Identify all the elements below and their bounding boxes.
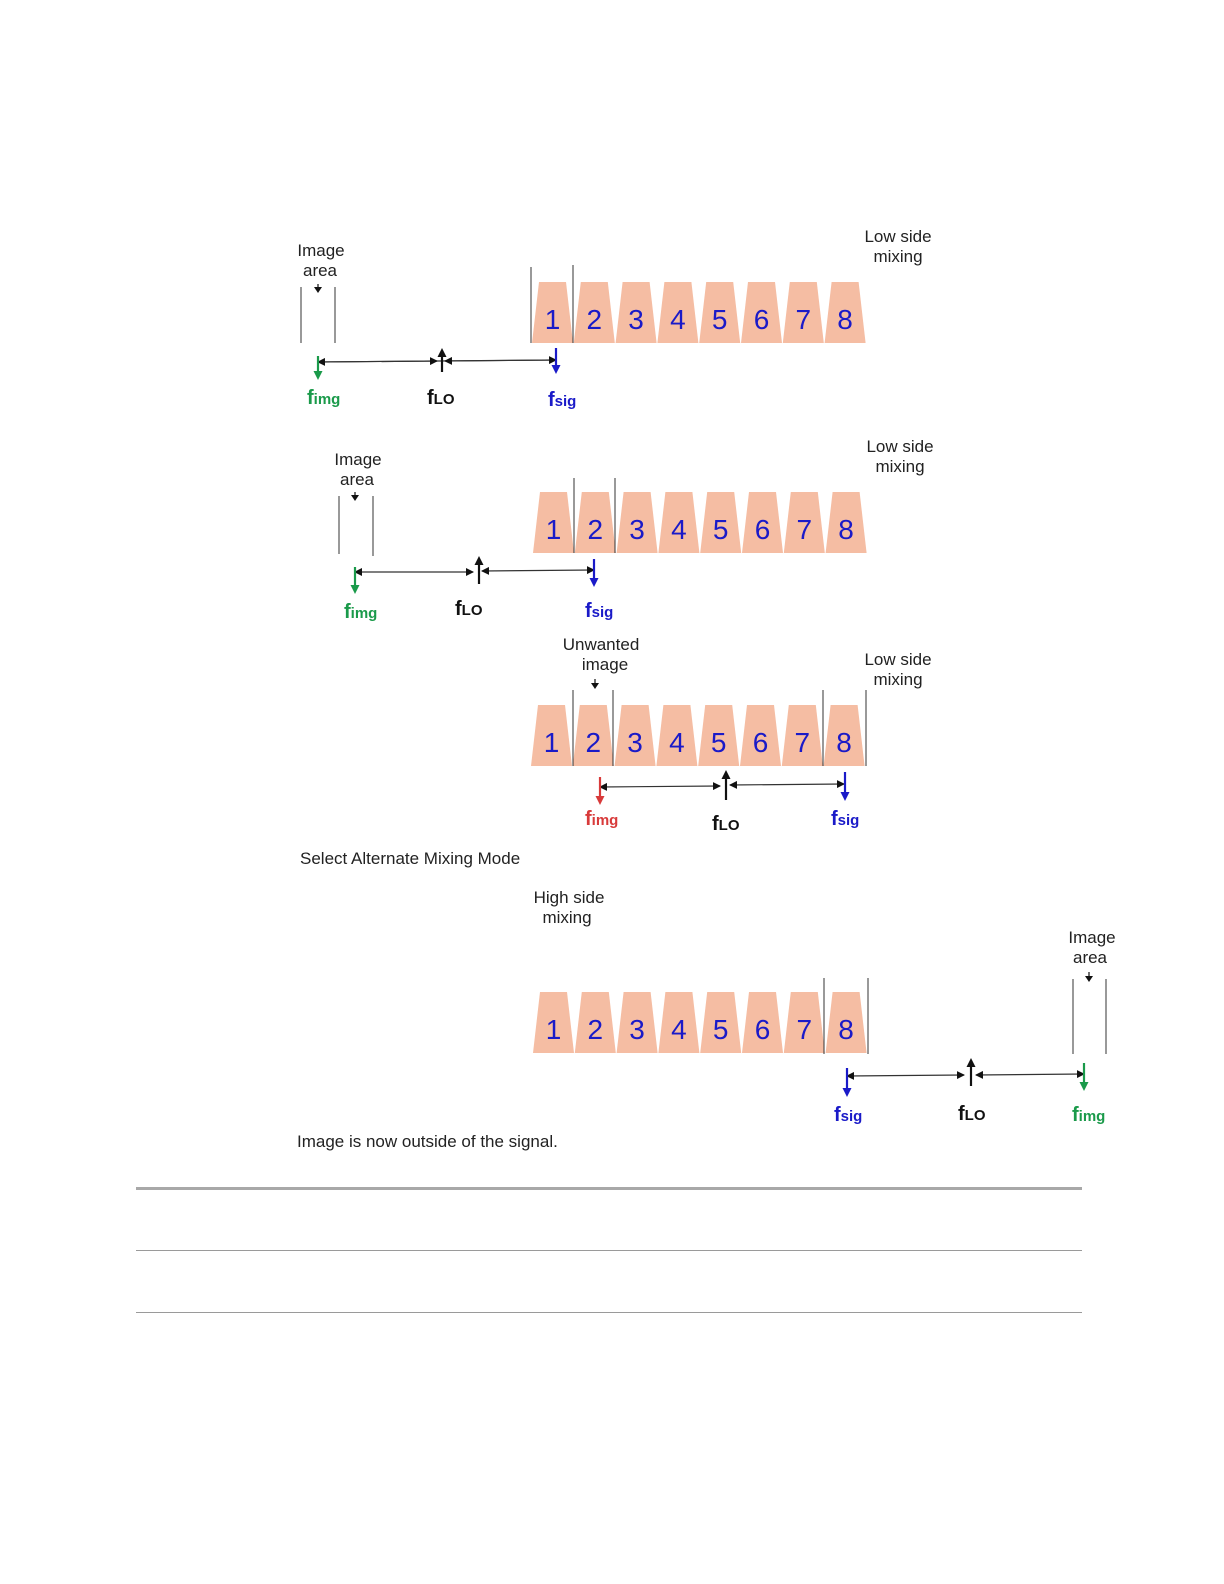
img-to-lo-distance-arrow xyxy=(318,361,437,362)
channel-5-number: 5 xyxy=(713,514,729,545)
f-sig-arrow xyxy=(841,772,850,801)
channel-7-number: 7 xyxy=(796,304,812,335)
high-side-label-line1: High side xyxy=(534,888,605,907)
img-to-lo-distance-arrow xyxy=(600,786,720,787)
image-area-label-line1: Image xyxy=(297,241,344,260)
channel-2-number: 2 xyxy=(586,727,602,758)
f-lo-label: fLO xyxy=(427,387,455,409)
low-side-label-line1: Low side xyxy=(866,437,933,456)
unwanted-image-pointer-head xyxy=(591,683,599,689)
f-sig-label: fsig xyxy=(585,600,613,622)
image-area-label-line2: area xyxy=(340,470,375,489)
image-area-pointer-head xyxy=(314,287,322,293)
f-img-label: fimg xyxy=(307,387,340,409)
channel-2-number: 2 xyxy=(588,1014,604,1045)
unwanted-image-label-line1: Unwanted xyxy=(563,635,640,654)
f-img-arrow xyxy=(1080,1063,1089,1091)
low-side-label-line2: mixing xyxy=(875,457,924,476)
f-lo-arrow xyxy=(475,556,484,584)
f-lo-arrow xyxy=(722,770,731,800)
f-sig-label: fsig xyxy=(831,808,859,830)
low-side-label-line2: mixing xyxy=(873,247,922,266)
lo-to-sig-distance-arrow xyxy=(730,784,844,785)
channel-1-number: 1 xyxy=(544,727,560,758)
f-sig-label: fsig xyxy=(548,389,576,411)
f-img-label: fimg xyxy=(1072,1104,1105,1126)
channel-4-number: 4 xyxy=(669,727,685,758)
image-area-label-line2: area xyxy=(303,261,338,280)
channel-8-number: 8 xyxy=(837,304,853,335)
channel-4-number: 4 xyxy=(671,1014,687,1045)
channel-7-number: 7 xyxy=(797,514,813,545)
f-img-label: fimg xyxy=(344,601,377,623)
channel-7-number: 7 xyxy=(795,727,811,758)
channel-6-number: 6 xyxy=(753,727,769,758)
channel-4-number: 4 xyxy=(671,514,687,545)
channel-1-number: 1 xyxy=(546,1014,562,1045)
f-sig-arrow xyxy=(590,559,599,587)
image-area-label-line2: area xyxy=(1073,948,1108,967)
f-img-arrow xyxy=(596,777,605,805)
channel-3-number: 3 xyxy=(628,304,644,335)
channel-6-number: 6 xyxy=(755,514,771,545)
channel-8-number: 8 xyxy=(838,1014,854,1045)
select-alternate-mode-caption: Select Alternate Mixing Mode xyxy=(300,849,520,869)
channel-5-number: 5 xyxy=(713,1014,729,1045)
image-area-pointer-head xyxy=(1085,976,1093,982)
low-side-label-line1: Low side xyxy=(864,227,931,246)
channel-3-number: 3 xyxy=(629,1014,645,1045)
f-lo-label: fLO xyxy=(712,813,740,835)
channel-8-number: 8 xyxy=(838,514,854,545)
image-area-pointer-head xyxy=(351,495,359,501)
sig-to-lo-distance-arrow xyxy=(847,1075,964,1076)
divider-rule-1 xyxy=(136,1187,1082,1190)
f-img-arrow xyxy=(351,567,360,594)
image-area-label-line1: Image xyxy=(1068,928,1115,947)
f-lo-label: fLO xyxy=(455,598,483,620)
lo-to-sig-distance-arrow xyxy=(445,360,556,361)
f-sig-arrow xyxy=(843,1068,852,1097)
channel-6-number: 6 xyxy=(754,304,770,335)
channel-8-number: 8 xyxy=(836,727,852,758)
channel-4-number: 4 xyxy=(670,304,686,335)
unwanted-image-label-line2: image xyxy=(582,655,628,674)
low-side-label-line1: Low side xyxy=(864,650,931,669)
lo-to-img-distance-arrow xyxy=(976,1074,1084,1075)
channel-1-number: 1 xyxy=(546,514,562,545)
low-side-label-line2: mixing xyxy=(873,670,922,689)
divider-rule-3 xyxy=(136,1312,1082,1313)
high-side-label-line2: mixing xyxy=(542,908,591,927)
panel-2-low-side: Image area Low side mixing 12345678 fimg… xyxy=(334,437,933,623)
f-img-label: fimg xyxy=(585,808,618,830)
channel-5-number: 5 xyxy=(711,727,727,758)
channel-7-number: 7 xyxy=(797,1014,813,1045)
image-area-label-line1: Image xyxy=(334,450,381,469)
f-lo-arrow xyxy=(438,348,447,372)
divider-rule-2 xyxy=(136,1250,1082,1251)
f-lo-arrow xyxy=(967,1058,976,1086)
channel-2-number: 2 xyxy=(588,514,604,545)
f-img-arrow xyxy=(314,356,323,380)
channel-row-1: 12345678 xyxy=(532,282,866,343)
channel-3-number: 3 xyxy=(627,727,643,758)
f-lo-label: fLO xyxy=(958,1103,986,1125)
channel-1-number: 1 xyxy=(545,304,561,335)
lo-to-sig-distance-arrow xyxy=(482,570,594,571)
image-outside-caption: Image is now outside of the signal. xyxy=(297,1132,558,1152)
channel-5-number: 5 xyxy=(712,304,728,335)
channel-6-number: 6 xyxy=(755,1014,771,1045)
channel-2-number: 2 xyxy=(587,304,603,335)
channel-3-number: 3 xyxy=(629,514,645,545)
f-sig-arrow xyxy=(552,348,561,374)
f-sig-label: fsig xyxy=(834,1104,862,1126)
